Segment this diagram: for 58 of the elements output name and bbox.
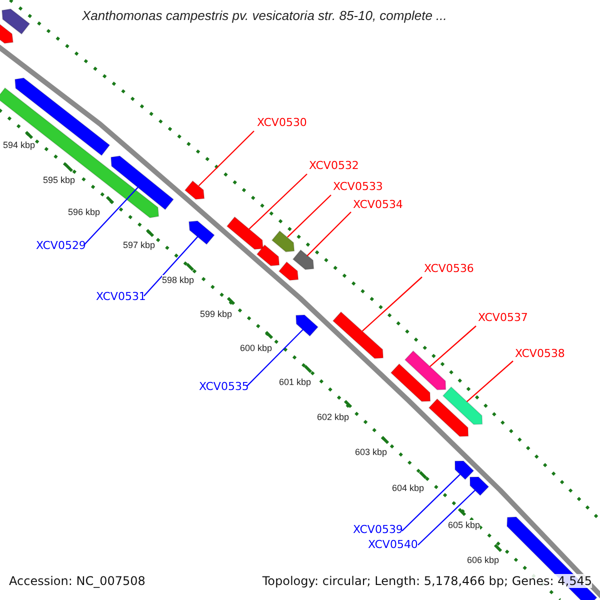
- footer-text: Topology: circular; Length: 5,178,466 bp; Genes: 4,545: [262, 574, 592, 588]
- scale-label: 606 kbp: [467, 555, 500, 566]
- gene-block: [227, 216, 264, 250]
- leader-line: [430, 326, 476, 368]
- gene-block: [292, 250, 314, 270]
- gene-block: [189, 221, 215, 245]
- scale-label: 603 kbp: [355, 447, 388, 458]
- gene-block: [391, 364, 431, 402]
- gene-block: [2, 9, 30, 34]
- leader-line: [362, 276, 422, 332]
- gene-label: XCV0534: [353, 198, 403, 211]
- gene-block: [332, 312, 384, 358]
- gene-label: XCV0536: [424, 262, 474, 275]
- scale-label: 600 kbp: [240, 343, 272, 354]
- gene-block: [404, 350, 446, 390]
- scale-label: 604 kbp: [392, 483, 424, 494]
- gene-block: [296, 314, 318, 336]
- gene-block: [110, 156, 174, 210]
- scale-label: 594 kbp: [3, 140, 36, 151]
- gene-label: XCV0530: [257, 116, 307, 129]
- scale-label: 597 kbp: [123, 240, 156, 251]
- gene-label: XCV0538: [515, 347, 565, 360]
- gene-block: [0, 88, 159, 218]
- leader-line: [287, 194, 332, 238]
- scale-label: 602 kbp: [317, 412, 350, 423]
- scale-label: 598 kbp: [162, 275, 194, 286]
- gene-label: XCV0539: [353, 523, 403, 536]
- gene-label: XCV0531: [96, 290, 146, 303]
- gene-block: [272, 230, 294, 252]
- gene-label: XCV0533: [333, 180, 383, 193]
- gene-block: [256, 244, 280, 266]
- gene-block: [279, 262, 299, 280]
- gene-block: [470, 476, 488, 496]
- leader-line: [248, 174, 308, 230]
- gene-block: [443, 387, 483, 425]
- gene-label: XCV0540: [368, 538, 418, 551]
- title: Xanthomonas campestris pv. vesicatoria str. 85-10, complete ...: [82, 8, 447, 23]
- scale-label: 596 kbp: [68, 207, 100, 218]
- gene-label: XCV0532: [309, 159, 359, 172]
- gene-label: XCV0537: [478, 311, 528, 324]
- scale-label: 601 kbp: [279, 377, 312, 388]
- leader-line: [466, 360, 514, 402]
- gene-block: [454, 460, 474, 480]
- scale-label: 605 kbp: [448, 520, 480, 531]
- leader-line: [306, 212, 352, 256]
- leader-line: [246, 328, 304, 386]
- scale-label: 595 kbp: [43, 175, 76, 186]
- scale-label: 599 kbp: [200, 309, 232, 320]
- leader-line: [84, 187, 138, 246]
- gene-label: XCV0535: [199, 380, 249, 393]
- leader-line: [402, 474, 460, 532]
- leader-line: [198, 130, 254, 186]
- gene-block: [429, 399, 469, 437]
- leader-line: [144, 236, 198, 296]
- footer-text: Accession: NC_007508: [9, 574, 146, 588]
- leader-line: [418, 490, 476, 546]
- gene-label: XCV0529: [36, 239, 86, 252]
- gene-block: [185, 180, 205, 200]
